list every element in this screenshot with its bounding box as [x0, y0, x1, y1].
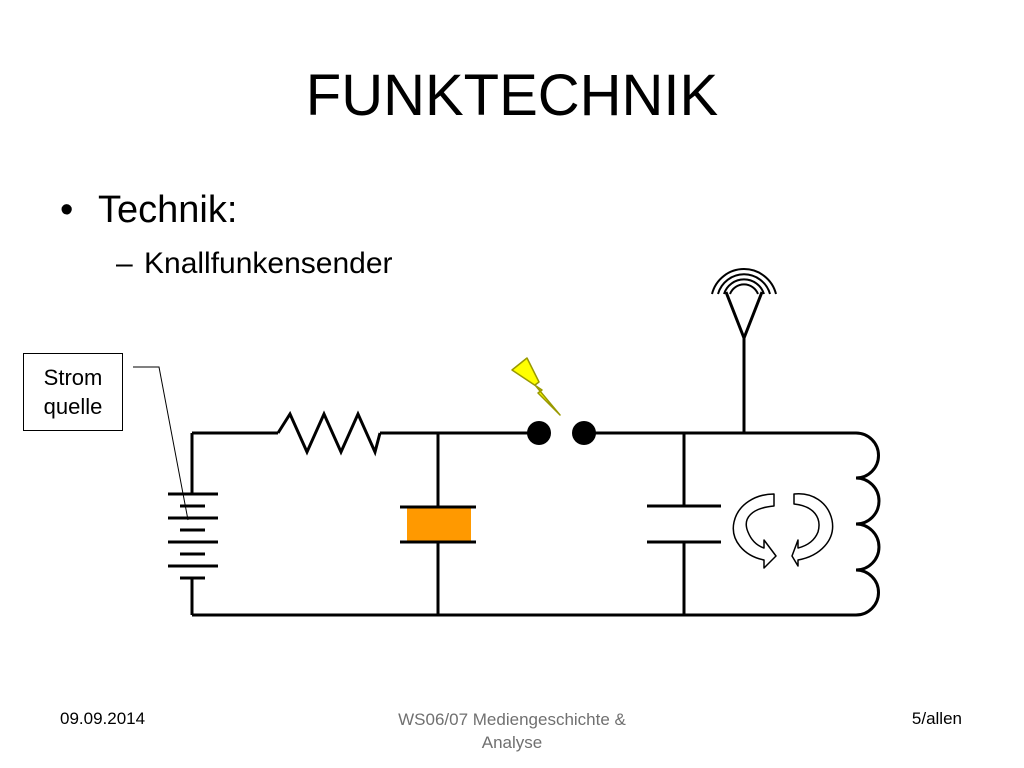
sub-bullet-marker: – [116, 247, 133, 280]
footer-course-line-1: WS06/07 Mediengeschichte & [398, 710, 626, 729]
bullet-level-2: –Knallfunkensender [116, 244, 393, 284]
resistor [276, 410, 382, 457]
footer-page-number: 5/allen [911, 709, 962, 728]
antenna-icon [724, 291, 764, 343]
spark-gap-electrode-left [527, 421, 551, 445]
footer-course: WS06/07 Mediengeschichte & Analyse [362, 708, 662, 754]
footer-date: 09.09.2014 [60, 709, 146, 728]
antenna-waves-icon [711, 268, 777, 295]
label-line-2: quelle [43, 394, 103, 419]
bullet-text: Technik: [98, 189, 238, 231]
power-source-label: Strom quelle [23, 353, 123, 431]
crystal [407, 507, 471, 542]
footer-course-line-2: Analyse [481, 733, 543, 752]
slide-title: FUNKTECHNIK [305, 63, 719, 128]
inductor-coil [855, 431, 881, 617]
bullet-level-1: • Technik: [60, 186, 237, 234]
circular-arrows-icon [732, 493, 834, 569]
spark-gap-electrode-right [572, 421, 596, 445]
bullet-marker: • [60, 189, 74, 231]
sub-bullet-text: Knallfunkensender [144, 247, 393, 280]
lightning-bolt-icon [511, 357, 561, 416]
label-pointer-line [133, 366, 189, 521]
label-line-1: Strom [43, 365, 103, 390]
